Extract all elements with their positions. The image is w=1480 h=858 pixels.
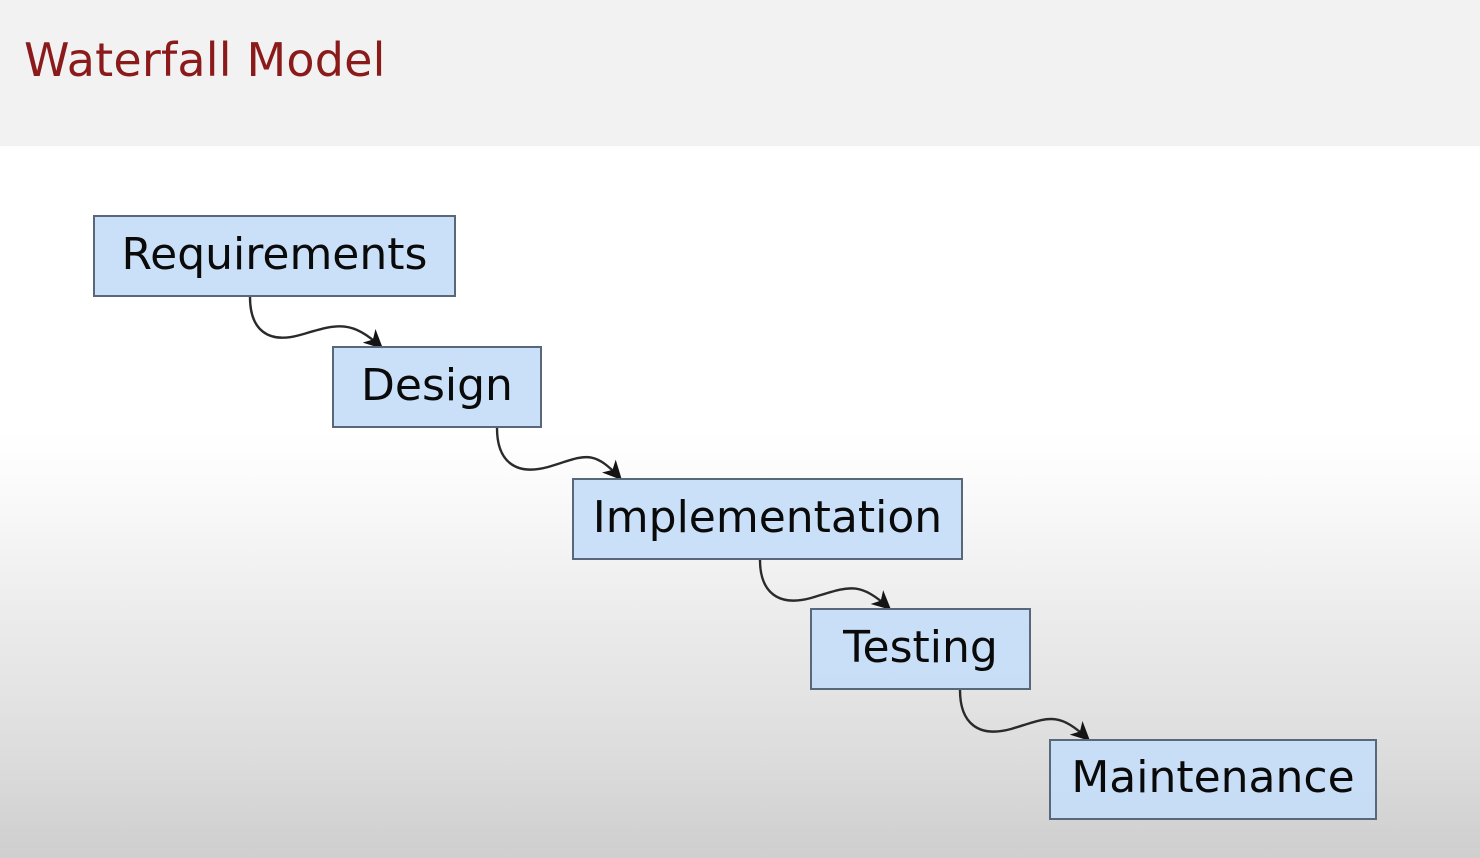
header-divider	[0, 146, 1480, 148]
connector-design-to-implementation	[495, 427, 622, 481]
slide-header-band	[0, 0, 1480, 146]
stage-box-design[interactable]: Design	[332, 346, 542, 428]
stage-label-implementation: Implementation	[592, 491, 943, 543]
page-title: Waterfall Model	[24, 33, 386, 87]
connector-testing-to-maintenance	[958, 689, 1091, 741]
stage-label-requirements: Requirements	[121, 228, 428, 280]
stage-box-maintenance[interactable]: Maintenance	[1049, 739, 1377, 820]
stage-box-implementation[interactable]: Implementation	[572, 478, 963, 560]
connector-requirements-to-design	[248, 296, 384, 349]
stage-box-testing[interactable]: Testing	[810, 608, 1031, 690]
connector-implementation-to-testing	[758, 559, 892, 610]
stage-label-design: Design	[361, 359, 513, 411]
stage-box-requirements[interactable]: Requirements	[93, 215, 456, 297]
stage-label-testing: Testing	[843, 621, 998, 673]
stage-label-maintenance: Maintenance	[1071, 752, 1355, 803]
